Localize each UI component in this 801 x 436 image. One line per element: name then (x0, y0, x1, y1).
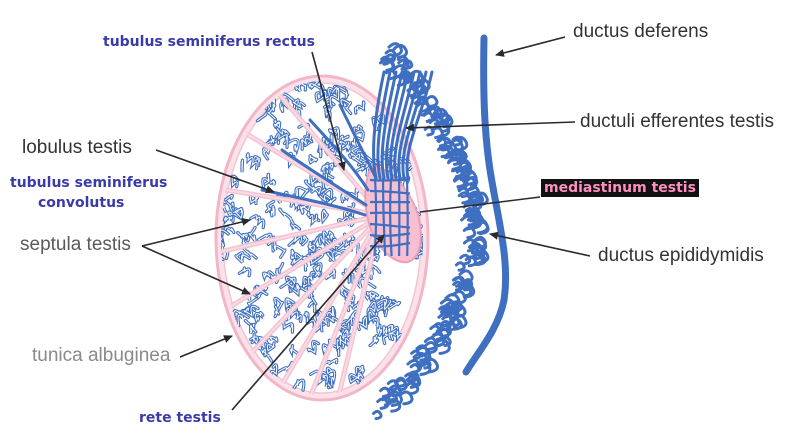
label-tunica-albuginea: tunica albuginea (32, 345, 171, 366)
label-mediastinum-testis: mediastinum testis (541, 179, 699, 198)
arrow-ductuli-efferentes (405, 121, 576, 132)
rete-testis (369, 177, 411, 257)
arrow-septula-lower (141, 245, 251, 295)
label-ductuli-efferentes: ductuli efferentes testis (580, 111, 774, 132)
label-rete-testis: rete testis (139, 410, 221, 426)
line-mediastinum (419, 196, 541, 213)
arrow-lobulus-testis (155, 149, 275, 194)
arrow-tunica-albuginea (179, 335, 233, 358)
label-septula-testis: septula testis (20, 234, 131, 255)
label-lobulus-testis: lobulus testis (22, 137, 132, 158)
arrow-septula-upper (141, 217, 251, 247)
pointer-lines (141, 36, 591, 411)
label-tubulus-convolutus-1: tubulus seminiferus (10, 175, 168, 191)
label-ductus-epididymidis: ductus epididymidis (598, 245, 764, 266)
epididymis (372, 42, 490, 421)
arrow-ductus-epididymidis (489, 231, 591, 257)
label-tubulus-convolutus-2: convolutus (38, 195, 125, 211)
arrow-rete-testis (231, 234, 385, 411)
ductus-deferens (462, 34, 510, 376)
label-tubulus-rectus: tubulus seminiferus rectus (103, 34, 315, 50)
arrow-tubulus-rectus (311, 51, 346, 171)
label-ductus-deferens: ductus deferens (573, 21, 709, 42)
arrow-ductus-deferens (495, 36, 566, 57)
